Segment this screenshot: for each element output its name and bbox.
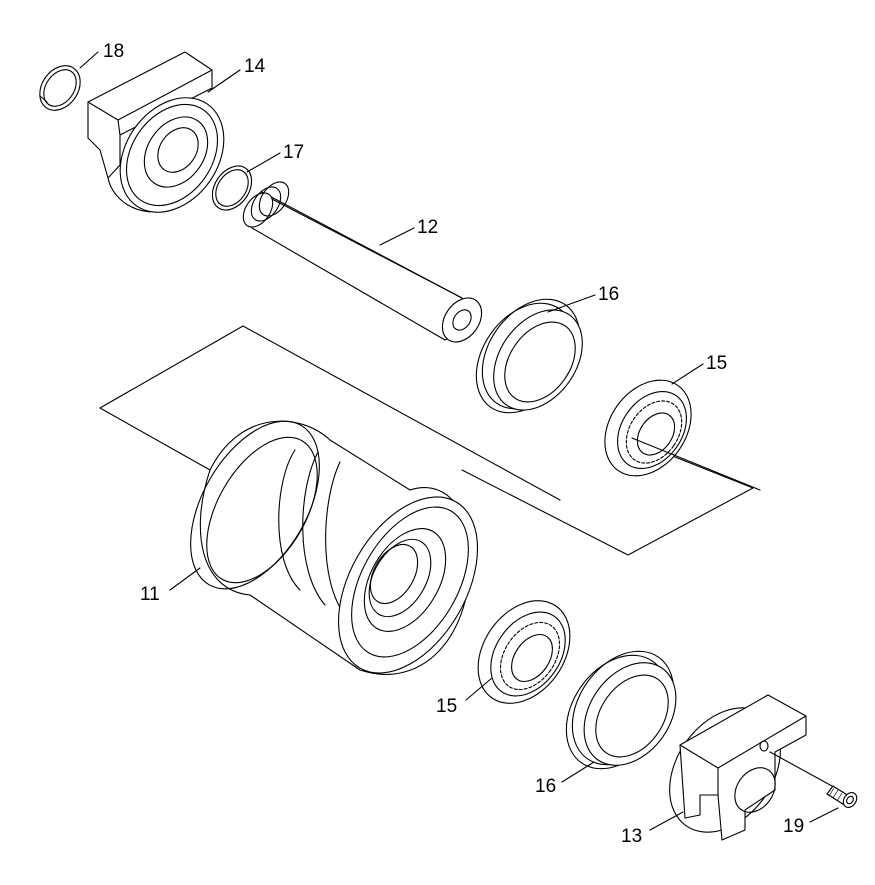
leader-lines [79,51,839,831]
label-16-bottom: 16 [535,776,556,797]
label-15-top: 15 [706,353,727,374]
part-18-snap-ring [39,65,81,111]
label-18: 18 [103,41,124,62]
part-13-housing [669,694,807,841]
label-11: 11 [140,584,160,605]
label-17: 17 [283,142,304,163]
part-11-track-roller [190,420,479,675]
label-14: 14 [244,56,266,77]
label-15-bottom: 15 [436,696,457,717]
part-16-seal-bottom [565,650,677,770]
label-19: 19 [783,816,804,837]
part-16-seal-top [475,298,583,414]
label-16-top: 16 [598,284,619,305]
part-19-bolt [826,785,858,808]
callout-labels: 18 14 17 12 16 15 11 15 16 13 19 [103,41,804,847]
label-13: 13 [621,826,642,847]
part-12-shaft [242,181,483,343]
part-15-bearing-bottom [477,600,571,704]
part-15-bearing-top [604,379,692,477]
part-14-housing [87,51,225,213]
part-17-o-ring [211,165,253,211]
assembly-plane-outline-right [461,454,754,556]
label-12: 12 [417,217,438,238]
assembly-plane-outline [99,325,561,501]
